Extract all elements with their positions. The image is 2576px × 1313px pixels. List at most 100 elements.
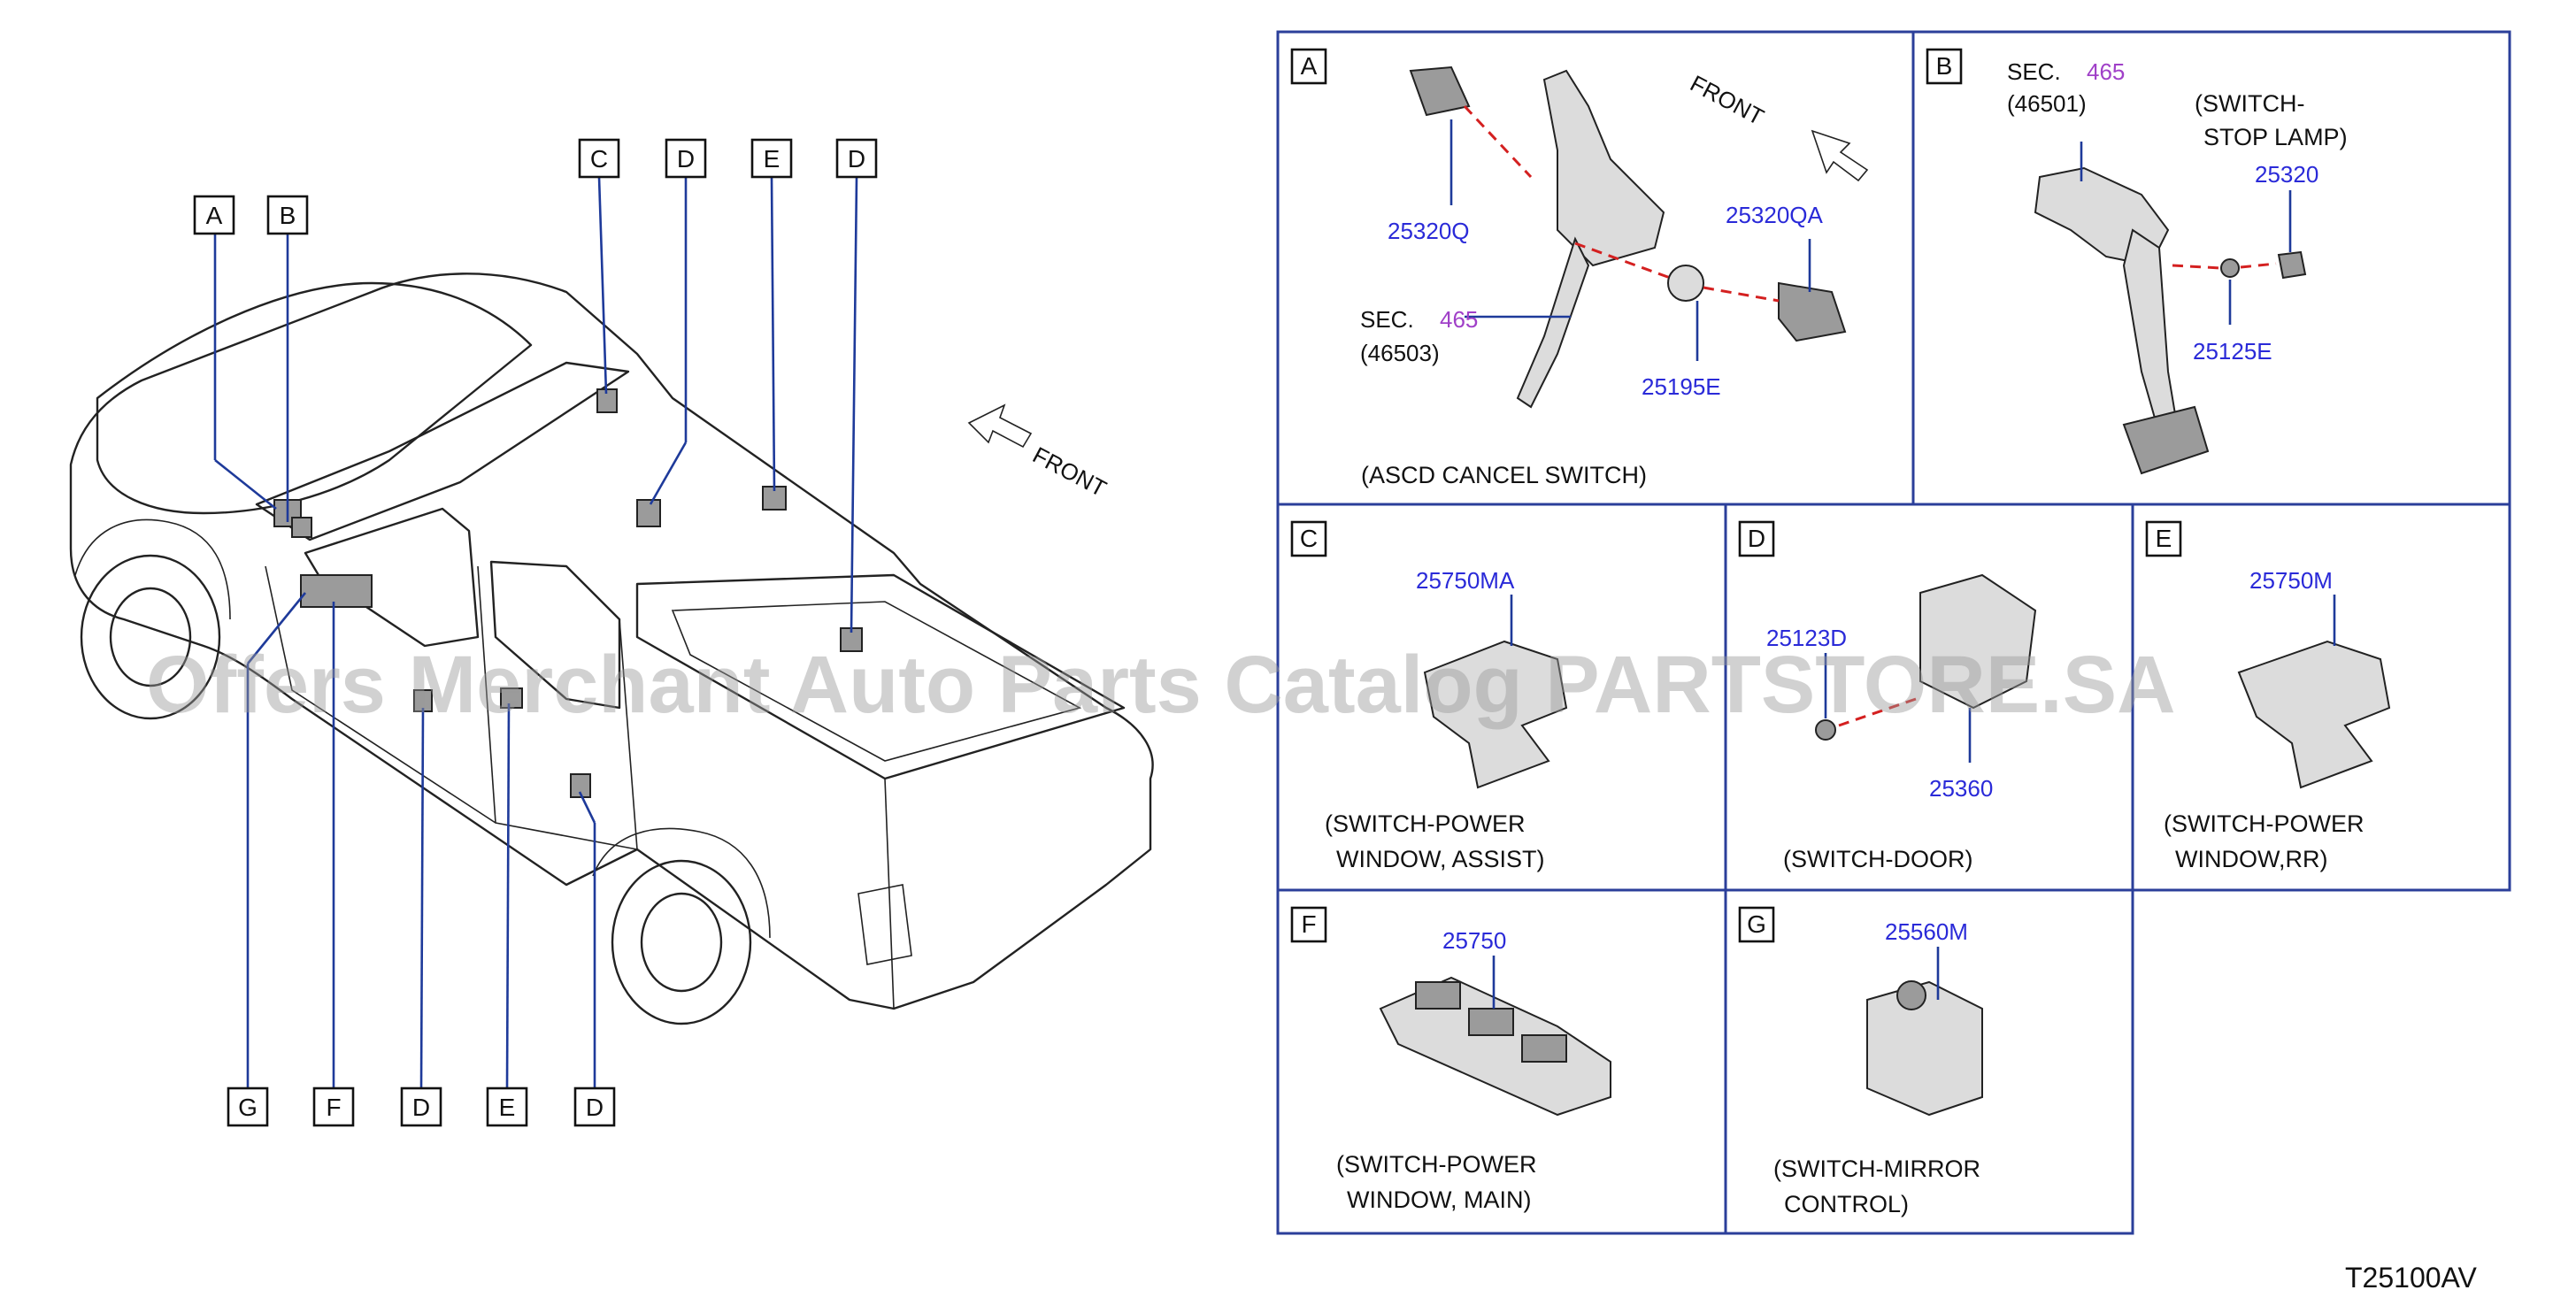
callout-c-label: C	[590, 145, 608, 173]
callout-a-label: A	[206, 202, 223, 229]
callout-a[interactable]: A	[193, 195, 235, 235]
location-f	[300, 574, 373, 608]
door-sill-line	[265, 565, 638, 850]
clip-25125e-icon	[2220, 258, 2240, 278]
truck-overview: A B C D E D G F	[69, 138, 1154, 1127]
panel-d: D 25123D 25360 (SWITCH-DOOR)	[1724, 503, 2134, 892]
tailgate-top	[884, 707, 1125, 779]
part-number-25320[interactable]: 25320	[2255, 161, 2318, 188]
pedal-arm-icon	[1516, 236, 1590, 409]
diagram-code: T25100AV	[2345, 1262, 2478, 1294]
callout-e-label: E	[764, 145, 780, 173]
link-dash-d	[1838, 697, 1917, 727]
part-number-25123d[interactable]: 25123D	[1766, 625, 1847, 651]
callout-f[interactable]: F	[312, 1086, 355, 1127]
callout-d-top-2[interactable]: D	[835, 138, 878, 179]
part-number-25360[interactable]: 25360	[1929, 775, 1993, 802]
panel-d-tag: D	[1748, 525, 1765, 552]
callout-d-label: D	[677, 145, 695, 173]
arrow-icon-a	[1811, 129, 1869, 182]
panel-d-caption: (SWITCH-DOOR)	[1783, 846, 1972, 872]
front-wheel-inner	[109, 587, 192, 687]
part-number-25560m[interactable]: 25560M	[1885, 918, 1968, 945]
link-dash-b1	[2172, 264, 2222, 270]
location-e2	[500, 687, 523, 709]
door-divider	[477, 565, 496, 824]
section-465-a[interactable]: 465	[1440, 306, 1478, 333]
panel-c-tag: C	[1300, 525, 1318, 552]
panel-e-tag: E	[2156, 525, 2172, 552]
front-wheel-outer	[80, 554, 221, 720]
location-d1	[636, 499, 661, 527]
callout-d-label: D	[586, 1094, 604, 1121]
watermark: Offers Merchant Auto Parts Catalog PARTS…	[146, 640, 2176, 730]
callout-b[interactable]: B	[266, 195, 309, 235]
rear-door-edge	[619, 618, 638, 850]
part-number-25195e[interactable]: 25195E	[1642, 373, 1721, 400]
stop-switch-icon	[1409, 65, 1471, 117]
part-number-25750ma[interactable]: 25750MA	[1416, 567, 1515, 594]
panel-e-caption-1: (SWITCH-POWER	[2164, 810, 2364, 837]
callout-g-label: G	[238, 1094, 258, 1121]
panel-g: G 25560M (SWITCH-MIRROR CONTROL)	[1724, 888, 2134, 1235]
switch-key-2	[1468, 1008, 1514, 1036]
panel-a: A 25320Q 25320QA 25195E SEC. 465 (46503)…	[1276, 30, 1915, 506]
link-dash-1	[1463, 104, 1533, 179]
door-switch-25360-icon	[1919, 573, 2037, 710]
sec-prefix-b: SEC.	[2007, 58, 2061, 85]
leader-c	[597, 176, 608, 395]
location-b	[291, 517, 312, 538]
part-number-25320q[interactable]: 25320Q	[1388, 218, 1470, 244]
mirror-knob-icon	[1896, 980, 1926, 1010]
location-d4	[570, 773, 591, 798]
callout-d-top-1[interactable]: D	[665, 138, 707, 179]
panel-f-caption-2: WINDOW, MAIN)	[1347, 1186, 1531, 1213]
panel-e-caption-2: WINDOW,RR)	[2175, 846, 2327, 872]
switch-25750ma-icon	[1423, 640, 1568, 789]
leader-a2	[214, 458, 277, 511]
callout-f-label: F	[326, 1094, 341, 1121]
mirror-switch-25560m-icon	[1866, 980, 1983, 1117]
link-dash-b2	[2240, 262, 2277, 269]
switch-25750m-icon	[2237, 640, 2391, 789]
rear-door-window	[489, 560, 621, 710]
part-number-25125e[interactable]: 25125E	[2193, 338, 2272, 365]
switch-key-1	[1415, 981, 1461, 1010]
arrow-icon	[967, 403, 1033, 449]
callout-e-top[interactable]: E	[750, 138, 793, 179]
section-465-b[interactable]: 465	[2087, 58, 2125, 85]
callout-g[interactable]: G	[227, 1086, 269, 1127]
part-number-25750[interactable]: 25750	[1442, 927, 1506, 954]
callout-d-bottom-2[interactable]: D	[573, 1086, 616, 1127]
callout-e-label: E	[499, 1094, 516, 1121]
leader-e1	[770, 176, 776, 492]
callout-c[interactable]: C	[578, 138, 620, 179]
panel-f-tag: F	[1301, 910, 1316, 938]
callout-e-bottom[interactable]: E	[486, 1086, 528, 1127]
rear-wheel-arch	[592, 827, 771, 939]
switch-25750-icon	[1379, 976, 1611, 1117]
pedal-bracket-icon	[1542, 69, 1665, 267]
panel-b-caption-2: STOP LAMP)	[2203, 124, 2348, 150]
sec-prefix-a: SEC.	[1360, 306, 1414, 333]
truck-windshield	[255, 361, 630, 541]
panel-c-caption-1: (SWITCH-POWER	[1325, 810, 1525, 837]
front-arrow-main: FRONT	[967, 403, 1111, 502]
switch-key-3	[1521, 1034, 1567, 1063]
part-number-25750m[interactable]: 25750M	[2249, 567, 2333, 594]
grommet-icon	[1667, 265, 1704, 302]
callout-d-bottom-1[interactable]: D	[400, 1086, 442, 1127]
panel-e: E 25750M (SWITCH-POWER WINDOW,RR)	[2131, 503, 2511, 892]
part-number-25320qa[interactable]: 25320QA	[1726, 202, 1824, 228]
panel-g-tag: G	[1747, 910, 1766, 938]
switch-25320-icon	[2277, 250, 2307, 280]
tail-lamp	[857, 884, 912, 965]
truck-roof	[96, 281, 533, 515]
panel-f: F 25750 (SWITCH-POWER WINDOW, MAIN)	[1276, 888, 1727, 1235]
panel-a-caption: (ASCD CANCEL SWITCH)	[1361, 462, 1647, 488]
leader-d4b	[578, 791, 596, 824]
truck-body-outline	[69, 273, 1154, 1010]
callout-d-label: D	[412, 1094, 430, 1121]
panel-f-caption-1: (SWITCH-POWER	[1336, 1151, 1536, 1178]
